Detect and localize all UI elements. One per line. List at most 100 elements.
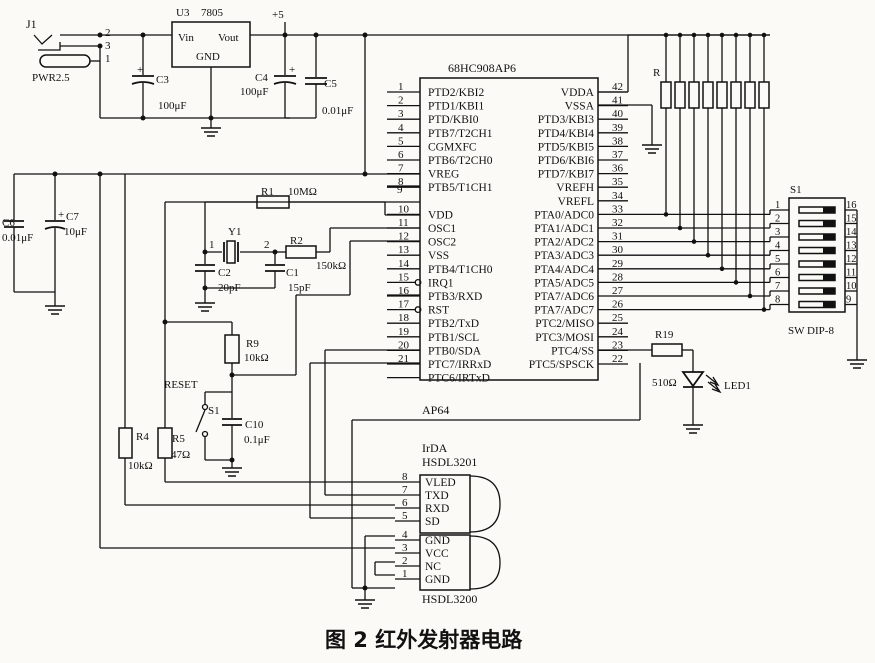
mcu-pin-num: 16 [398,285,410,297]
mcu-pin-name: PTB1/SCL [428,332,479,344]
mcu-pin-name: PTA5/ADC5 [534,277,594,289]
rnet-resistor [628,32,789,231]
irda-pin-num: 1 [402,568,408,580]
mcu-pin-name: PTA2/ADC2 [534,237,594,249]
regulator-ref: U3 [176,7,190,19]
mcu-pin-num: 25 [612,312,624,324]
mcu-pin-num: 30 [612,244,624,256]
mcu-pin-num: 40 [612,108,624,120]
rnet-element [660,81,672,109]
r5-value: 47Ω [171,449,190,461]
mcu-pin-name: PTA4/ADC4 [534,264,594,276]
ground-icon [195,302,215,312]
mcu-pin-name: PTA7/ADC6 [534,291,594,303]
hsdl3201-lens [469,475,501,533]
mcu-body [419,77,599,381]
dip-right-num: 14 [846,227,857,238]
mcu-pin-name: OSC2 [428,237,456,249]
resistor-r2 [285,245,317,259]
dip-right-num: 12 [846,254,857,265]
mcu-pin-name: PTD1/KBI1 [428,101,484,113]
r5-ref: R5 [172,433,185,445]
ground-icon [847,359,867,369]
mcu-pin-name: VREG [428,169,459,181]
mcu-pin-name: PTC5/SPSCK [529,359,595,371]
mcu-pin-name: PTD3/KBI3 [538,114,594,126]
oscillator-section: R1 10MΩ 1 Y1 2 R2 150kΩ C2 20pF C1 15pF [195,186,420,376]
resistor-r4 [118,427,133,459]
resistor-r5 [157,427,173,459]
irda-pin-num: 3 [402,542,408,554]
irda-pin-num: 7 [402,484,408,496]
hsdl3200-lens [469,535,501,590]
mcu-pin-name: PTA0/ADC0 [534,209,594,221]
dip-left-num: 3 [775,227,780,238]
mcu-pin-num: 26 [612,299,624,311]
mcu-pin-num: 37 [612,149,624,161]
mcu-pin-num: 10 [398,203,410,215]
dip-left-num: 8 [775,295,780,306]
mcu-pin-name: PTD6/KBI6 [538,155,594,167]
c7-ref: C7 [66,211,79,223]
irda-title: IrDA [422,441,448,455]
dip-ref: S1 [790,184,802,196]
r4-ref: R4 [136,431,149,443]
rnet-element [758,81,770,109]
mcu-pin-num: 14 [398,258,410,270]
c5-value: 0.01μF [322,105,353,117]
hsdl3200-body [419,534,471,591]
mcu-pin-name: VDDA [561,87,595,99]
mcu-pin-num: 24 [612,326,624,338]
mcu-pin-name: PTC3/MOSI [535,332,594,344]
mcu-pin-num: 6 [398,149,404,161]
mcu-pin-num: 18 [398,312,410,324]
rnet-resistor [628,32,789,272]
crystal-pin1: 1 [209,239,215,251]
mcu-pin-num: 7 [398,163,404,175]
ground-icon [45,305,65,315]
mcu-pin-name: PTB5/T1CH1 [428,182,493,194]
figure-caption: 图 2 红外发射器电路 [325,628,523,652]
mcu-pin-name: PTD/KBI0 [428,114,479,126]
r19-value: 510Ω [652,377,677,389]
rnet-resistor [628,32,789,244]
mcu-pin-name: PTA3/ADC3 [534,250,594,262]
dip-left-num: 5 [775,254,780,265]
irda-pin-num: 2 [402,555,408,567]
irda-pin-num: 6 [402,497,408,509]
mcu-pin-name: PTC6/IRTxD [428,373,490,385]
mcu-pin-num: 33 [612,203,624,215]
dip-right-num: 11 [846,268,856,279]
mcu-pin-9-num: 9 [397,184,403,196]
r2-value: 150kΩ [316,260,346,272]
crystal-ref: Y1 [228,226,241,238]
svg-text:+: + [137,64,143,76]
resistor-r9 [224,334,240,364]
led-ref: LED1 [724,380,751,392]
dip-slider: 3 14 [775,227,857,241]
mcu-pin-name: PTD5/KBI5 [538,141,594,153]
